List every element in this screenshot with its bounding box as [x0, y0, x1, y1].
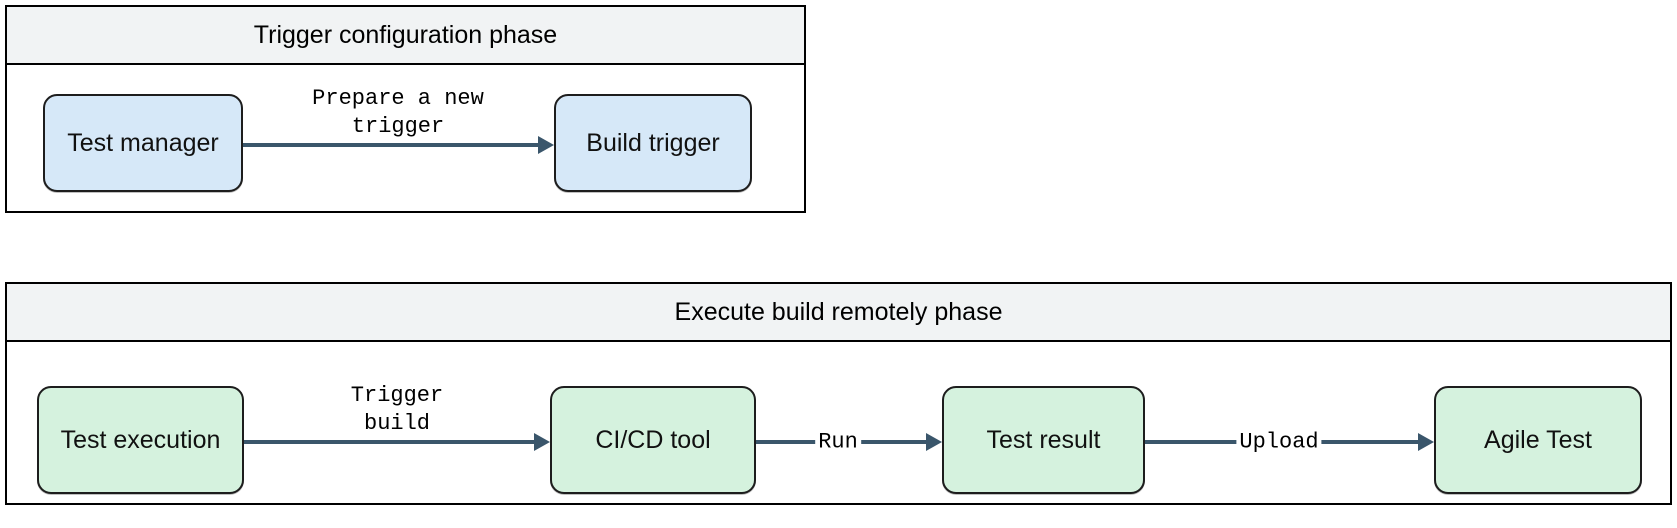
edge-line-trigger-build — [244, 440, 534, 444]
edge-label-prepare-a-new-trigger: Prepare a new trigger — [312, 86, 484, 139]
edge-label-upload: Upload — [1236, 428, 1322, 456]
node-build-trigger[interactable]: Build trigger — [554, 94, 752, 192]
node-ci-cd-tool[interactable]: CI/CD tool — [550, 386, 756, 494]
phase-execute-build-remotely: Execute build remotely phase Test execut… — [5, 282, 1672, 505]
edge-arrowhead-prepare-a-new-trigger — [538, 136, 554, 154]
edge-arrowhead-upload — [1418, 433, 1434, 451]
node-test-execution[interactable]: Test execution — [37, 386, 244, 494]
phase-header-trigger-configuration: Trigger configuration phase — [7, 7, 804, 65]
node-label-agile-test: Agile Test — [1484, 425, 1592, 454]
phase-title-trigger-configuration: Trigger configuration phase — [253, 20, 558, 49]
node-label-build-trigger: Build trigger — [586, 128, 720, 157]
node-label-test-execution: Test execution — [60, 425, 221, 454]
node-agile-test[interactable]: Agile Test — [1434, 386, 1642, 494]
phase-header-execute-build-remotely: Execute build remotely phase — [7, 284, 1670, 342]
edge-line-prepare-a-new-trigger — [243, 143, 538, 147]
edge-arrowhead-run — [926, 433, 942, 451]
node-label-test-result: Test result — [986, 425, 1101, 454]
node-label-ci-cd-tool: CI/CD tool — [595, 425, 711, 454]
node-test-result[interactable]: Test result — [942, 386, 1145, 494]
edge-label-trigger-build: Trigger build — [350, 383, 444, 436]
edge-arrowhead-trigger-build — [534, 433, 550, 451]
node-test-manager[interactable]: Test manager — [43, 94, 243, 192]
edge-label-run: Run — [815, 428, 861, 456]
phase-title-execute-build-remotely: Execute build remotely phase — [674, 297, 1003, 326]
node-label-test-manager: Test manager — [67, 128, 219, 157]
phase-trigger-configuration: Trigger configuration phase Test manager… — [5, 5, 806, 213]
